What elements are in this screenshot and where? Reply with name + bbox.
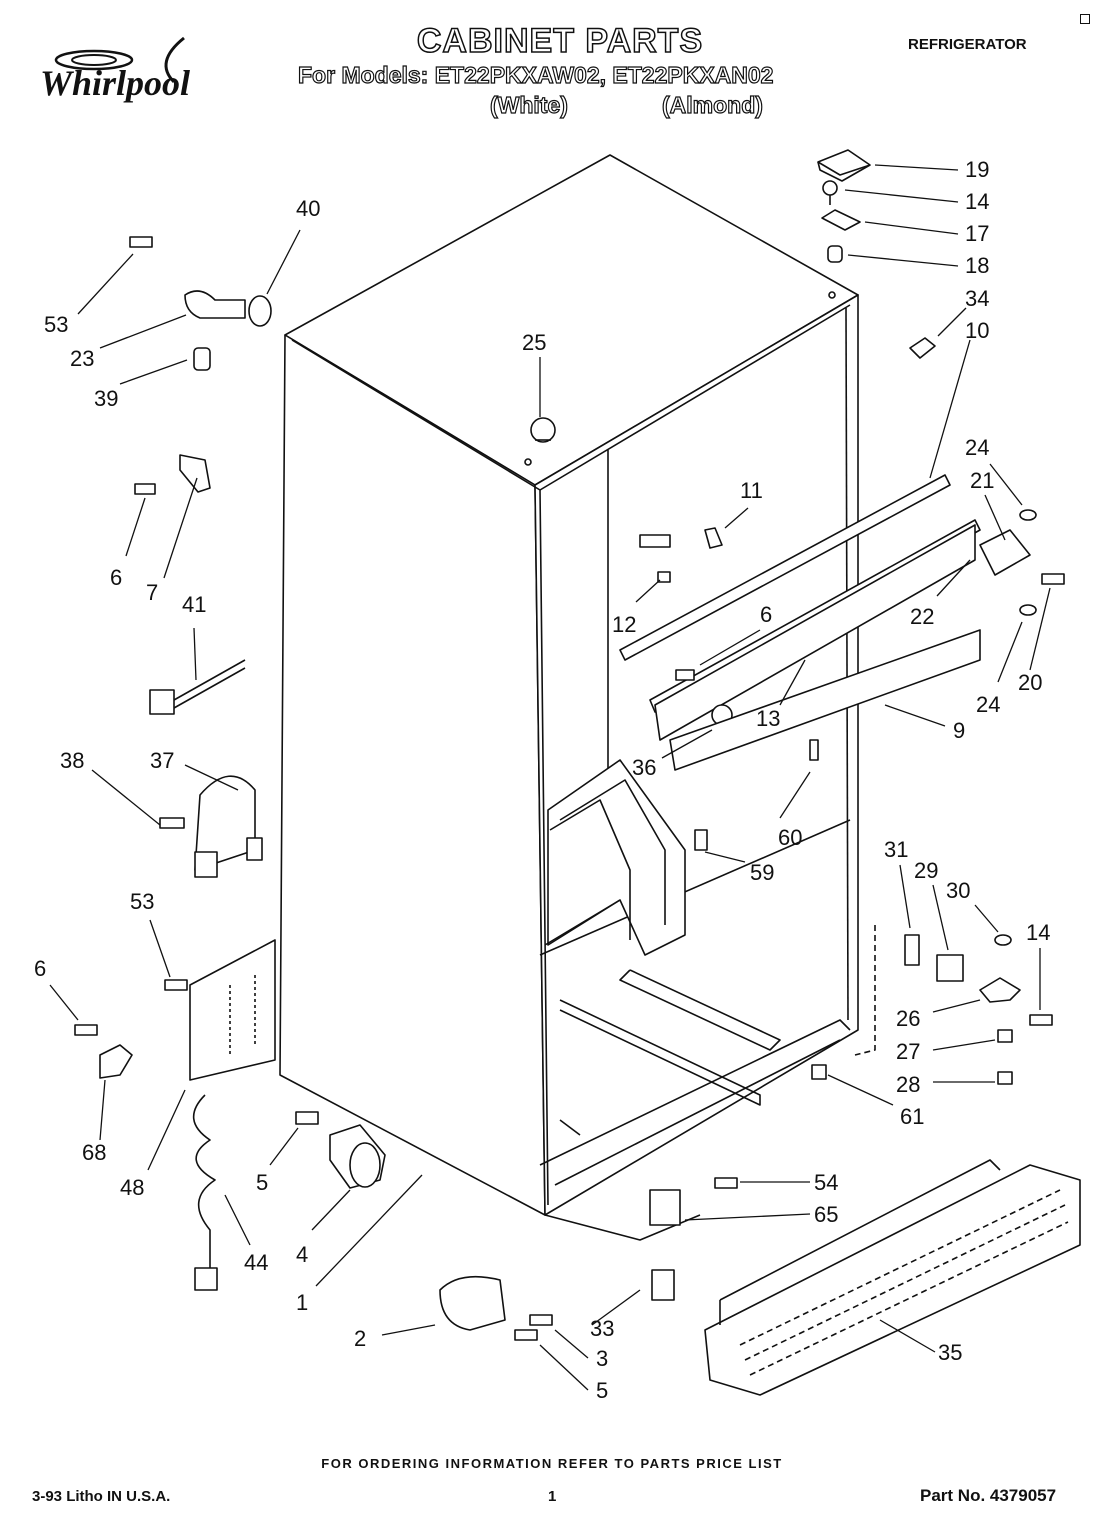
- upper-hinge-pin-parts: [129, 236, 272, 371]
- callout-61: 61: [900, 1104, 924, 1129]
- callout-5-lower: 5: [596, 1378, 608, 1403]
- callout-1: 1: [296, 1290, 308, 1315]
- callout-7: 7: [146, 580, 158, 605]
- callout-19: 19: [965, 157, 989, 182]
- callout-6-lower: 6: [34, 956, 46, 981]
- callout-20: 20: [1018, 670, 1042, 695]
- toe-grille: [704, 1159, 1081, 1396]
- callout-5: 5: [256, 1170, 268, 1195]
- callout-39: 39: [94, 386, 118, 411]
- whirlpool-logo: Whirlpool: [40, 36, 190, 104]
- product-category: REFRIGERATOR: [908, 36, 1027, 53]
- leader-lines: [49, 164, 1051, 1391]
- callout-13: 13: [756, 706, 780, 731]
- callout-6: 6: [110, 565, 122, 590]
- callout-10: 10: [965, 318, 989, 343]
- callout-9: 9: [953, 718, 965, 743]
- top-trim-rails: [619, 474, 981, 851]
- callout-29: 29: [914, 858, 938, 883]
- callout-48: 48: [120, 1175, 144, 1200]
- bottom-roller-parts: [295, 1111, 738, 1341]
- top-hinge-parts: [530, 149, 936, 443]
- right-hinge-parts: [811, 509, 1065, 1085]
- callout-36: 36: [632, 755, 656, 780]
- callout-4: 4: [296, 1242, 308, 1267]
- callout-59: 59: [750, 860, 774, 885]
- callout-24: 24: [965, 435, 989, 460]
- callout-28: 28: [896, 1072, 920, 1097]
- callout-3: 3: [596, 1346, 608, 1371]
- callout-2: 2: [354, 1326, 366, 1351]
- callout-24-lower: 24: [976, 692, 1000, 717]
- callout-11: 11: [740, 478, 763, 503]
- callout-27: 27: [896, 1039, 920, 1064]
- callout-6-rail: 6: [760, 602, 772, 627]
- callout-33: 33: [590, 1316, 614, 1341]
- callout-40: 40: [296, 196, 320, 221]
- callout-53-lower: 53: [130, 889, 154, 914]
- callout-53: 53: [44, 312, 68, 337]
- callout-30: 30: [946, 878, 970, 903]
- callout-35: 35: [938, 1340, 962, 1365]
- callout-26: 26: [896, 1006, 920, 1031]
- callout-23: 23: [70, 346, 94, 371]
- callout-37: 37: [150, 748, 174, 773]
- callout-14: 14: [965, 189, 989, 214]
- callout-34: 34: [965, 286, 989, 311]
- callout-38: 38: [60, 748, 84, 773]
- callout-25: 25: [522, 330, 546, 355]
- callout-17: 17: [965, 221, 989, 246]
- logo-swoosh-icon: [54, 36, 185, 84]
- page-number: 1: [548, 1488, 557, 1505]
- document-part-number: Part No. 4379057: [920, 1486, 1057, 1505]
- callout-14-lower: 14: [1026, 920, 1050, 945]
- left-side-small-parts: [134, 454, 263, 878]
- callout-labels: 19 14 17 18 34 10 40 53 23 39 25 24 21 1…: [34, 157, 1050, 1403]
- cabinet-shell: [279, 154, 859, 1241]
- callout-65: 65: [814, 1202, 838, 1227]
- callout-54: 54: [814, 1170, 838, 1195]
- callout-31: 31: [884, 837, 908, 862]
- callout-41: 41: [182, 592, 206, 617]
- ordering-note: FOR ORDERING INFORMATION REFER TO PARTS …: [321, 1456, 783, 1471]
- callout-60: 60: [778, 825, 802, 850]
- model-numbers: For Models: ET22PKXAW02, ET22PKXAN02: [297, 61, 774, 88]
- page-title: CABINET PARTS: [416, 21, 704, 61]
- variant-almond: (Almond): [661, 91, 763, 118]
- callout-21: 21: [970, 468, 994, 493]
- callout-68: 68: [82, 1140, 106, 1165]
- variant-white: (White): [489, 91, 568, 118]
- corner-mark: [1080, 14, 1090, 24]
- callout-12: 12: [612, 612, 636, 637]
- callout-44: 44: [244, 1250, 268, 1275]
- callout-18: 18: [965, 253, 989, 278]
- print-info: 3-93 Litho IN U.S.A.: [32, 1488, 171, 1505]
- rear-panel-parts: [74, 939, 276, 1291]
- callout-22: 22: [910, 604, 934, 629]
